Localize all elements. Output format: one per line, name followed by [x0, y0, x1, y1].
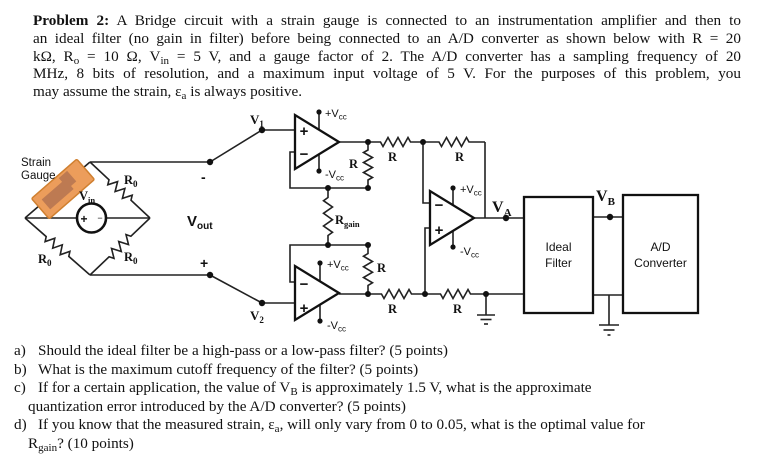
r-label: R [453, 302, 463, 316]
question-text: If for a certain application, the value … [38, 379, 592, 399]
question-text: Rgain? (10 points) [28, 434, 134, 454]
vcc-plus-label: +Vcc [327, 259, 349, 273]
source-minus-sign: − [97, 213, 102, 223]
vcc-minus-label: -Vcc [460, 246, 479, 260]
subscript-in: in [160, 54, 170, 67]
source-plus-sign: + [80, 212, 87, 226]
question-text: If you know that the measured strain, εa… [38, 416, 645, 436]
subscript-B: B [290, 386, 298, 399]
subscript-o: o [73, 54, 80, 67]
opamp-plus-sign: + [300, 123, 309, 140]
problem-number: Problem 2: [33, 12, 110, 29]
vcc-minus-label: -Vcc [327, 320, 346, 334]
filter-label-line2: Filter [545, 256, 572, 270]
question-b: b) What is the maximum cutoff frequency … [0, 361, 750, 380]
question-d: d) If you know that the measured strain,… [0, 416, 750, 453]
r-label: R [388, 150, 398, 164]
vcc-plus-label: +Vcc [460, 184, 482, 198]
question-a: a) Should the ideal filter be a high-pas… [0, 342, 750, 361]
resistor-bridge-bottom-right [89, 217, 151, 276]
junction-dots [206, 109, 614, 324]
filter-label-line1: Ideal [545, 240, 571, 254]
resistor-top-2 [423, 135, 485, 149]
statement-text: may assume the strain, ε [33, 83, 182, 101]
resistor-top-1 [368, 135, 423, 149]
statement-text: an ideal filter (no gain in filter) befo… [33, 29, 741, 47]
adc-label-line1: A/D [650, 240, 670, 254]
resistor-bridge-bottom-left [24, 217, 91, 276]
ideal-filter-box: Ideal Filter [522, 195, 595, 315]
resistors [24, 135, 486, 301]
rgain-label: Rgain [335, 213, 360, 229]
opamp-top [293, 112, 342, 172]
resistor-bottom-1 [368, 287, 425, 301]
opamp-minus-sign: − [300, 276, 309, 293]
statement-line-1: Problem 2: A Bridge circuit with a strai… [33, 12, 741, 30]
opamp-plus-sign: + [300, 300, 309, 317]
r0-label: R0 [124, 250, 138, 266]
vcc-minus-label: -Vcc [325, 169, 344, 183]
va-label: VA [492, 199, 512, 219]
subscript-a: a [181, 90, 187, 103]
question-text: What is the maximum cutoff frequency of … [38, 360, 419, 378]
statement-text: MHz, 8 bits of resolution, and a maximum… [33, 65, 741, 83]
strain-gauge-label-line1: Strain [21, 157, 51, 169]
vout-plus-polarity: + [200, 255, 208, 271]
v1-label: V1 [250, 112, 264, 129]
statement-line-2: an ideal filter (no gain in filter) befo… [33, 30, 741, 48]
r0-label: R0 [38, 252, 52, 268]
statement-text: kΩ, R [33, 47, 74, 65]
vb-label: VB [596, 188, 616, 208]
vout-label: Vout [187, 213, 213, 232]
statement-line-4: MHz, 8 bits of resolution, and a maximum… [33, 65, 741, 83]
r0-label: R0 [124, 173, 138, 189]
question-list: a) Should the ideal filter be a high-pas… [0, 342, 750, 454]
opamp-difference [428, 188, 477, 248]
vin-source: + − [75, 202, 108, 234]
vcc-plus-label: +Vcc [325, 108, 347, 122]
opamp-minus-sign: − [435, 197, 444, 214]
ground-symbol [477, 294, 619, 336]
statement-text: A Bridge circuit with a strain gauge is … [109, 12, 741, 29]
statement-text: is always positive. [186, 83, 303, 101]
r-label: R [349, 157, 359, 171]
question-text: quantization error introduced by the A/D… [28, 397, 406, 415]
question-c: c) If for a certain application, the val… [0, 379, 750, 416]
question-marker: c) [14, 379, 26, 397]
vin-label: Vin [79, 189, 95, 205]
resistor-rgain [322, 188, 334, 245]
question-text: Should the ideal filter be a high-pass o… [38, 342, 448, 359]
opamp-minus-sign: − [300, 146, 309, 163]
resistor-bottom-2 [425, 287, 486, 301]
statement-line-3: kΩ, Ro = 10 Ω, Vin = 5 V, and a gauge fa… [33, 47, 742, 67]
strain-gauge-tab [58, 170, 77, 189]
op-amps: + − − + − + [293, 112, 477, 323]
r-label: R [455, 150, 465, 164]
opamp-plus-sign: + [435, 222, 444, 239]
vout-minus-polarity: - [201, 169, 206, 185]
adc-label-line2: Converter [634, 256, 687, 270]
resistor-feedback-top-vertical [361, 142, 375, 188]
subscript-gain: gain [38, 441, 58, 454]
question-marker: a) [14, 342, 26, 359]
adc-box: A/D Converter [621, 193, 700, 315]
question-marker: b) [14, 360, 27, 378]
strain-gauge-grid [41, 179, 74, 210]
resistor-bridge-top-right [89, 161, 151, 219]
strain-gauge-icon [31, 158, 95, 220]
r-label: R [388, 302, 398, 316]
statement-line-5: may assume the strain, εa is always posi… [33, 83, 741, 103]
resistor-feedback-bottom-vertical [361, 245, 375, 294]
opamp-bottom [293, 263, 342, 323]
problem-statement: Problem 2: A Bridge circuit with a strai… [33, 12, 742, 103]
statement-text: = 5 V, and a gauge factor of 2. The A/D … [169, 47, 742, 65]
subscript-a: a [274, 423, 280, 436]
strain-gauge-label-line2: Gauge [21, 170, 56, 182]
statement-text: = 10 Ω, V [79, 47, 161, 65]
question-marker: d) [14, 416, 27, 434]
r-label: R [377, 261, 387, 275]
v2-label: V2 [250, 308, 264, 325]
